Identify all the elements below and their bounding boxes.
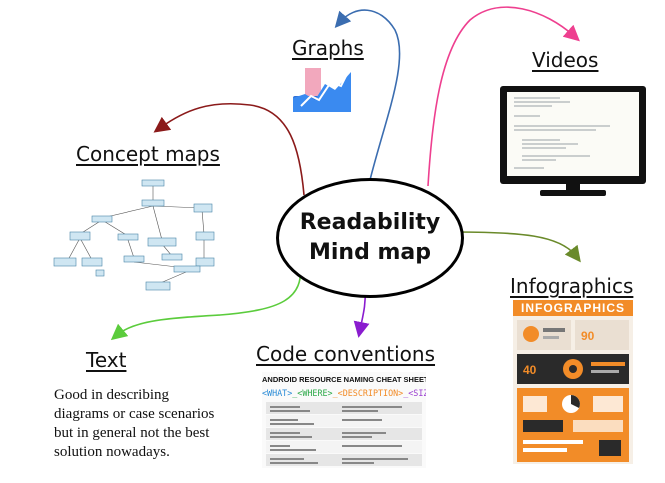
cheatsheet-rows — [266, 402, 422, 466]
connector-text — [110, 261, 302, 341]
branch-label-videos[interactable]: Videos — [532, 48, 599, 72]
cheatsheet-part-where: _<WHERE> — [292, 388, 333, 398]
central-topic-line1: Readability — [299, 210, 441, 235]
central-topic-line2: Mind map — [308, 240, 432, 265]
graph-icon — [293, 68, 351, 112]
monitor-video-thumbnail — [500, 86, 646, 196]
concept-map-thumbnail — [53, 179, 215, 291]
connector-graphs — [334, 9, 401, 181]
cheatsheet-pattern: <WHAT>_<WHERE>_<DESCRIPTION>_<SIZE> — [262, 388, 426, 398]
code-cheatsheet-thumbnail: ANDROID RESOURCE NAMING CHEAT SHEET <WHA… — [262, 372, 426, 468]
cheatsheet-title: ANDROID RESOURCE NAMING CHEAT SHEET — [262, 375, 426, 384]
text-branch-note: Good in describing diagrams or case scen… — [54, 387, 215, 460]
branch-label-infographics[interactable]: Infographics — [510, 274, 634, 298]
cheatsheet-part-size: _<SIZE> — [403, 388, 426, 398]
connector-infographics — [454, 231, 581, 263]
connector-videos — [427, 6, 580, 187]
svg-text:40: 40 — [523, 363, 537, 377]
infographic-thumbnail: INFOGRAPHICS 90 40 — [513, 300, 633, 464]
central-topic[interactable]: Readability Mind map — [276, 178, 464, 298]
connector-concept-maps — [153, 102, 305, 196]
svg-text:90: 90 — [581, 329, 595, 343]
branch-label-concept-maps[interactable]: Concept maps — [76, 142, 220, 166]
infographic-body: 90 40 — [517, 320, 629, 462]
branch-label-graphs[interactable]: Graphs — [292, 36, 364, 60]
cheatsheet-part-what: <WHAT> — [262, 388, 293, 398]
infographic-title: INFOGRAPHICS — [513, 300, 633, 316]
branch-label-code-conventions[interactable]: Code conventions — [256, 342, 436, 366]
cheatsheet-part-description: _<DESCRIPTION> — [332, 388, 404, 398]
branch-label-text[interactable]: Text — [86, 348, 127, 372]
